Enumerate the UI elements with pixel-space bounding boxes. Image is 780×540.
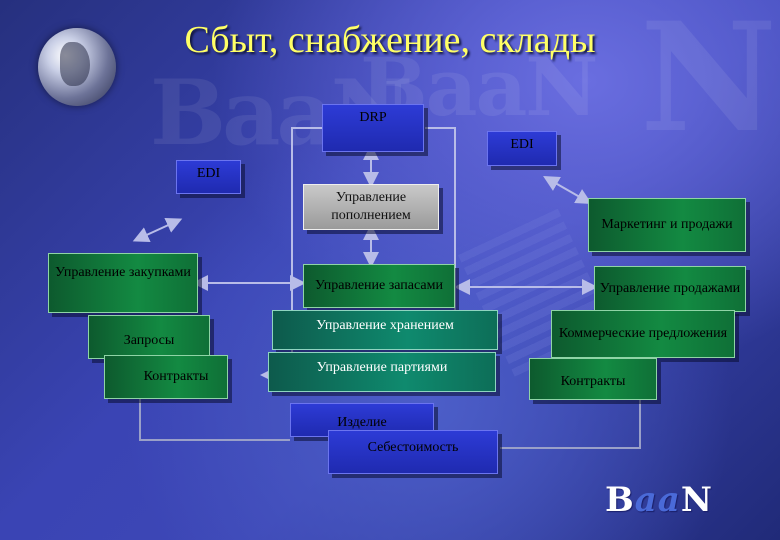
contracts-left-box: Контракты: [104, 355, 228, 399]
contracts-right-box: Контракты: [529, 358, 657, 400]
edi-left-box: EDI: [176, 160, 241, 194]
baan-logo-aa: aa: [634, 480, 681, 520]
baan-logo-n: N: [680, 480, 713, 520]
bottom-right-bracket: [500, 395, 641, 449]
edi-right-box: EDI: [487, 131, 557, 166]
slide-title: Сбыт, снабжение, склады: [184, 19, 596, 61]
edi-marketing-arrow: [543, 176, 592, 204]
baan-logo-b: B: [605, 480, 635, 520]
baan-logo: BaaN: [605, 480, 713, 520]
purchasing-box: Управление закупками: [48, 253, 198, 313]
drp-right-connector: [425, 127, 456, 350]
drp-box: DRP: [322, 104, 424, 152]
edi-purchasing-arrow: [132, 218, 183, 242]
marketing-box: Маркетинг и продажи: [588, 198, 746, 252]
inventory-box: Управление запасами: [303, 264, 455, 308]
batches-box: Управление партиями: [268, 352, 496, 392]
commercial-offers-box: Коммерческие предложения: [551, 310, 735, 358]
replenishment-box: Управление пополнением: [303, 184, 439, 230]
sales-management-box: Управление продажами: [594, 266, 746, 312]
storage-box: Управление хранением: [272, 310, 498, 350]
bottom-left-bracket: [139, 390, 290, 441]
globe-icon: [38, 28, 116, 106]
cost-box: Себестоимость: [328, 430, 498, 474]
requests-box: Запросы: [88, 315, 210, 359]
